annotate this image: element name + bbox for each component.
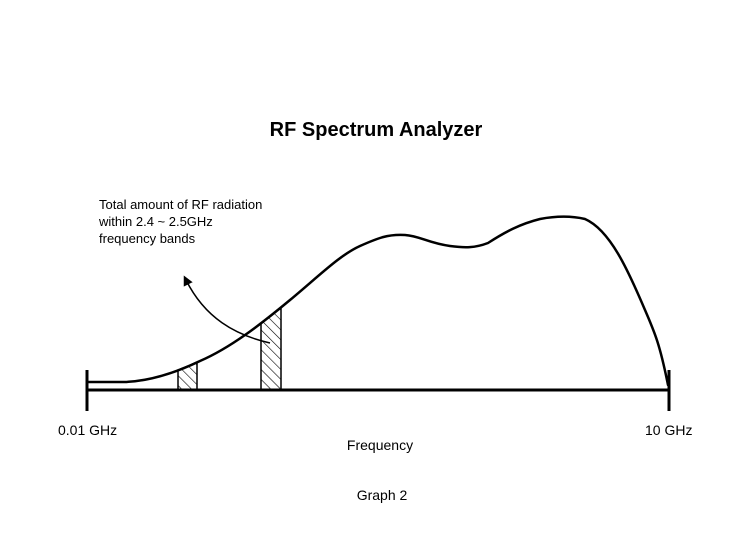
annotation-line-2: within 2.4 ~ 2.5GHz xyxy=(99,214,213,229)
annotation-line-1: Total amount of RF radiation xyxy=(99,197,263,212)
spectrum-curve xyxy=(86,215,670,387)
annotation-line-3: frequency bands xyxy=(99,231,196,246)
annotation-text: Total amount of RF radiation within 2.4 … xyxy=(99,196,262,247)
axis-title: Frequency xyxy=(346,437,414,453)
axis-min-label: 0.01 GHz xyxy=(58,422,118,438)
graph-caption: Graph 2 xyxy=(356,487,408,503)
annotation-arrow xyxy=(183,275,271,344)
diagram-title: RF Spectrum Analyzer xyxy=(269,119,483,141)
axis-max-label: 10 GHz xyxy=(645,422,693,438)
